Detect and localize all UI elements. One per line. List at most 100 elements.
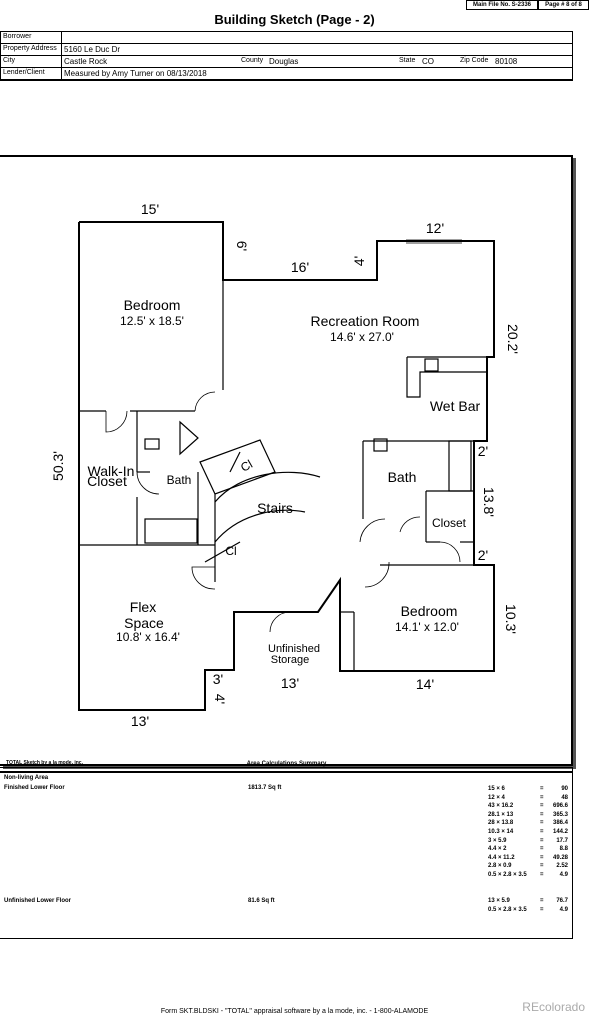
county-label: County <box>241 57 264 64</box>
calc-expression: 4.4 × 2 <box>488 846 507 853</box>
bedroom2-size: 14.1' x 12.0' <box>395 620 459 634</box>
calc-expression: 13 × 5.9 <box>488 898 510 904</box>
borrower-row: Borrower <box>1 32 572 44</box>
calc-row: 12 × 4=48 <box>488 795 568 804</box>
calc-row: 43 × 16.2 = 696.6 <box>488 803 568 812</box>
calc-expression: 10.3 × 14 <box>488 828 514 835</box>
wetbar-label: Wet Bar <box>430 398 481 414</box>
dim-bottom-14: 14' <box>416 676 434 692</box>
flex-label-2: Space <box>124 615 164 631</box>
calc-equals: = <box>540 803 544 810</box>
state-value: CO <box>422 57 434 66</box>
calc-result: 696.6 <box>552 803 568 810</box>
calc-row: 2.8 × 0.9=2.52 <box>488 863 568 872</box>
summary-rule <box>0 771 573 773</box>
dim-right-lower: 10.3' <box>503 604 519 634</box>
calc-row: 0.5 × 2.8 × 3.5 = 4.9 <box>488 907 568 916</box>
interior-walls <box>79 280 487 670</box>
calc-expression: 0.5 × 2.8 × 3.5 <box>488 871 527 878</box>
calc-expression: 28 × 13.8 <box>488 820 514 827</box>
borrower-label: Borrower <box>3 33 32 40</box>
calc-expression: 2.8 × 0.9 <box>488 863 512 870</box>
calc-equals: = <box>540 871 544 878</box>
dim-right-2a: 2' <box>478 443 488 459</box>
calc-row: 0.5 × 2.8 × 3.5 = 4.9 <box>488 872 568 881</box>
calc-result: 48 <box>561 794 568 801</box>
dim-top-left: 15' <box>141 201 159 217</box>
calc-row: 15 × 6=90 <box>488 786 568 795</box>
dim-right-mid: 13.8' <box>481 487 497 517</box>
calc-row: 28 × 13.8=386.4 <box>488 820 568 829</box>
exterior-walls <box>78 221 495 711</box>
state-label: State <box>399 57 416 64</box>
form-footer: Form SKT.BLDSKI - "TOTAL" appraisal soft… <box>160 1008 429 1015</box>
calc-equals: = <box>540 828 544 835</box>
cl1-label: Cl <box>238 457 255 475</box>
calc-result: 2.52 <box>556 863 568 870</box>
address-label: Property Address <box>3 45 57 52</box>
dim-bottom-left: 13' <box>131 713 149 729</box>
calc-row: 4.4 × 2=8.8 <box>488 846 568 855</box>
area-summary: TOTAL Sketch by a la mode, inc. Area Cal… <box>0 760 573 939</box>
address-value: 5160 Le Duc Dr <box>64 45 121 54</box>
zip-value: 80108 <box>495 57 518 66</box>
closet-label: Closet <box>432 516 467 530</box>
rec-label: Recreation Room <box>311 313 420 329</box>
app-credit: TOTAL Sketch by a la mode, inc. <box>6 760 83 766</box>
bath1-label: Bath <box>167 473 192 487</box>
calc-equals: = <box>540 906 544 913</box>
lender-label: Lender/Client <box>3 69 45 76</box>
calc-row: 13 × 5.9=76.7 <box>488 898 568 907</box>
calc-expression: 43 × 16.2 <box>488 803 514 810</box>
watermark: REcolorado <box>522 1000 585 1014</box>
dim-right-upper: 20.2' <box>505 324 521 354</box>
lender-row: Lender/Client Measured by Amy Turner on … <box>1 68 572 80</box>
page-number-box: Page # 8 of 8 <box>538 0 589 10</box>
calc-expression: 0.5 × 2.8 × 3.5 <box>488 906 527 913</box>
unfinished-label-2: Storage <box>271 654 310 666</box>
city-value: Castle Rock <box>64 57 108 66</box>
calc-expression: 4.4 × 11.2 <box>488 854 515 861</box>
address-row: Property Address 5160 Le Duc Dr <box>1 44 572 56</box>
dim-right-2b: 2' <box>478 547 488 563</box>
calc-row: 28.1 × 13=365.3 <box>488 812 568 821</box>
flex-label-1: Flex <box>130 599 156 615</box>
unfinished-floor-label: Unfinished Lower Floor <box>4 898 71 904</box>
calc-row: 10.3 × 14 = 144.2 <box>488 829 568 838</box>
calc-result: 4.9 <box>559 906 568 913</box>
lender-value: Measured by Amy Turner on 08/13/2018 <box>64 69 207 78</box>
dim-left-stub: 6' <box>234 241 250 251</box>
calc-row: 4.4 × 11.2=49.28 <box>488 855 568 864</box>
calc-row: 3 × 5.9=17.7 <box>488 838 568 847</box>
calc-equals: = <box>540 786 544 792</box>
cl2-label: Cl <box>225 544 236 558</box>
dim-bottom-3: 3' <box>213 671 223 687</box>
calc-equals: = <box>540 837 544 844</box>
dim-mid-top: 16' <box>291 259 309 275</box>
county-value: Douglas <box>269 57 299 66</box>
walkin-label-1: Walk-In <box>88 463 135 479</box>
calc-equals: = <box>540 820 544 827</box>
non-living-area-label: Non-living Area <box>4 775 49 781</box>
dim-bottom-4: 4' <box>212 694 228 704</box>
walkin-label-2: Closet <box>87 473 127 489</box>
calc-equals: = <box>540 811 544 818</box>
finished-floor-label: Finished Lower Floor <box>4 785 65 791</box>
calc-result: 144.2 <box>552 828 568 835</box>
flex-size: 10.8' x 16.4' <box>116 630 180 644</box>
dim-mid-stub: 4' <box>351 256 367 266</box>
calc-expression: 3 × 5.9 <box>488 837 507 844</box>
file-number-box: Main File No. S-2336 <box>466 0 538 10</box>
calc-expression: 12 × 4 <box>488 794 505 801</box>
room-labels: Bedroom 12.5' x 18.5' Recreation Room 14… <box>87 297 480 666</box>
calc-result: 4.9 <box>559 871 568 878</box>
calc-expression: 28.1 × 13 <box>488 811 514 818</box>
stairs-label: Stairs <box>257 500 293 516</box>
city-label: City <box>3 57 16 64</box>
bedroom2-label: Bedroom <box>401 603 458 619</box>
unfinished-floor-area: 81.6 Sq ft <box>248 898 275 904</box>
bedroom1-label: Bedroom <box>124 297 181 313</box>
city-row: City Castle Rock County Douglas State CO… <box>1 56 572 68</box>
